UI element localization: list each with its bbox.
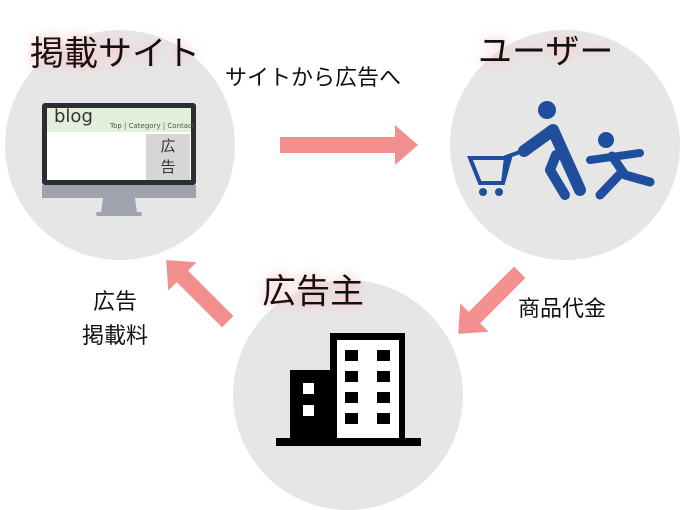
advertiser-title: 広告主 [262, 272, 364, 312]
edge-label-line1: 広告 [92, 290, 137, 315]
edge-label-line2: 掲載料 [81, 324, 148, 349]
site-title: 掲載サイト [30, 34, 200, 74]
shopper-icon [467, 101, 655, 200]
edge-label-site-to-user: サイトから広告へ [225, 66, 402, 91]
arrow-advertiser-to-site [166, 260, 234, 328]
building-icon [276, 333, 421, 446]
edge-label-advertiser-to-site: 広告 掲載料 [70, 286, 160, 354]
arrow-site-to-user [280, 125, 418, 165]
ad-box-line2: 告 [160, 158, 176, 176]
user-title: ユーザー [478, 32, 614, 72]
edge-label-user-to-advertiser: 商品代金 [518, 297, 607, 322]
blog-nav: Top | Category | Contact [110, 122, 195, 130]
arrow-user-to-advertiser [458, 266, 526, 334]
ad-box-line1: 広 [160, 137, 176, 155]
blog-logo: blog [54, 106, 93, 127]
monitor-icon [42, 103, 196, 216]
